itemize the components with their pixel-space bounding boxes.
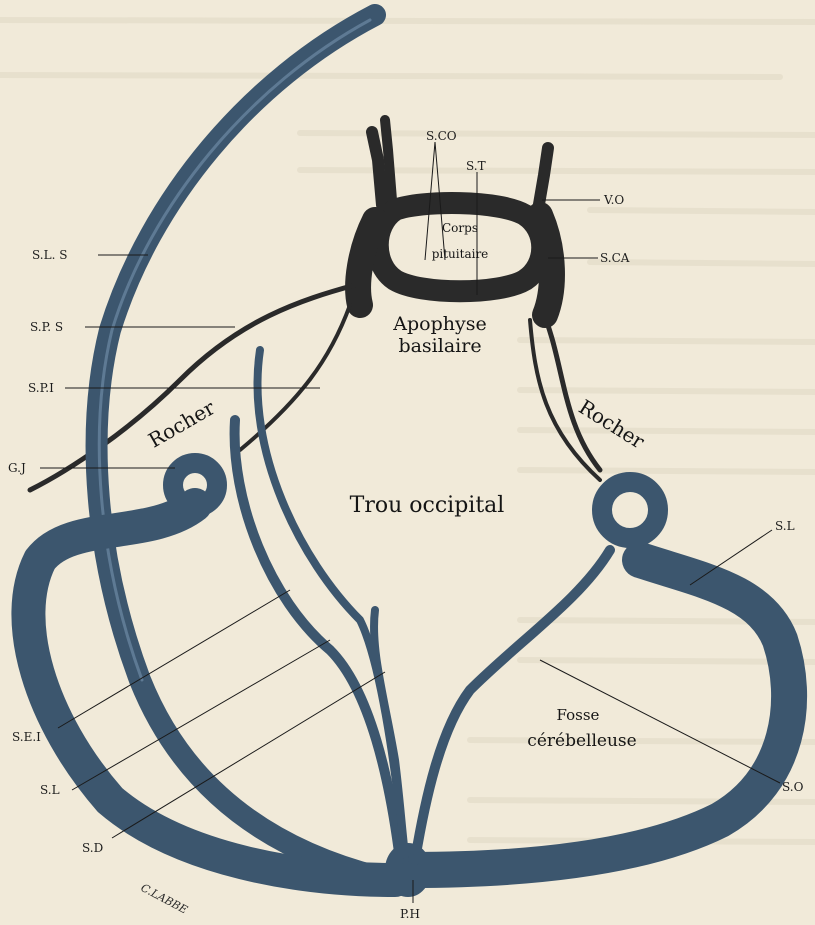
apophyse-label-2: basilaire xyxy=(398,335,481,357)
label-so: S.O xyxy=(782,780,804,794)
left-carotid-stump-2 xyxy=(385,120,392,200)
corps-pituitaire-label-2: pituitaire xyxy=(432,247,489,261)
fosse-label-1: Fosse xyxy=(557,706,600,724)
label-sca: S.CA xyxy=(600,251,630,265)
label-vo: V.O xyxy=(603,193,624,207)
label-sl-right: S.L xyxy=(775,519,795,533)
fosse-label-2: cérébelleuse xyxy=(527,731,636,751)
label-gj: G.J xyxy=(8,461,26,475)
label-sd: S.D xyxy=(82,841,103,855)
label-sco: S.CO xyxy=(426,129,457,143)
label-sps: S.P. S xyxy=(30,320,63,334)
label-spi: S.P.I xyxy=(28,381,54,395)
label-st: S.T xyxy=(466,159,486,173)
label-sl-left: S.L xyxy=(40,783,60,797)
trou-occipital-label: Trou occipital xyxy=(350,493,505,518)
corps-pituitaire-label-1: Corps xyxy=(442,221,478,235)
label-ph: P.H xyxy=(400,907,420,921)
label-sei: S.E.I xyxy=(12,730,41,744)
label-sls: S.L. S xyxy=(32,248,67,262)
apophyse-label-1: Apophyse xyxy=(392,313,486,335)
right-cavernous-sinus xyxy=(540,215,552,315)
